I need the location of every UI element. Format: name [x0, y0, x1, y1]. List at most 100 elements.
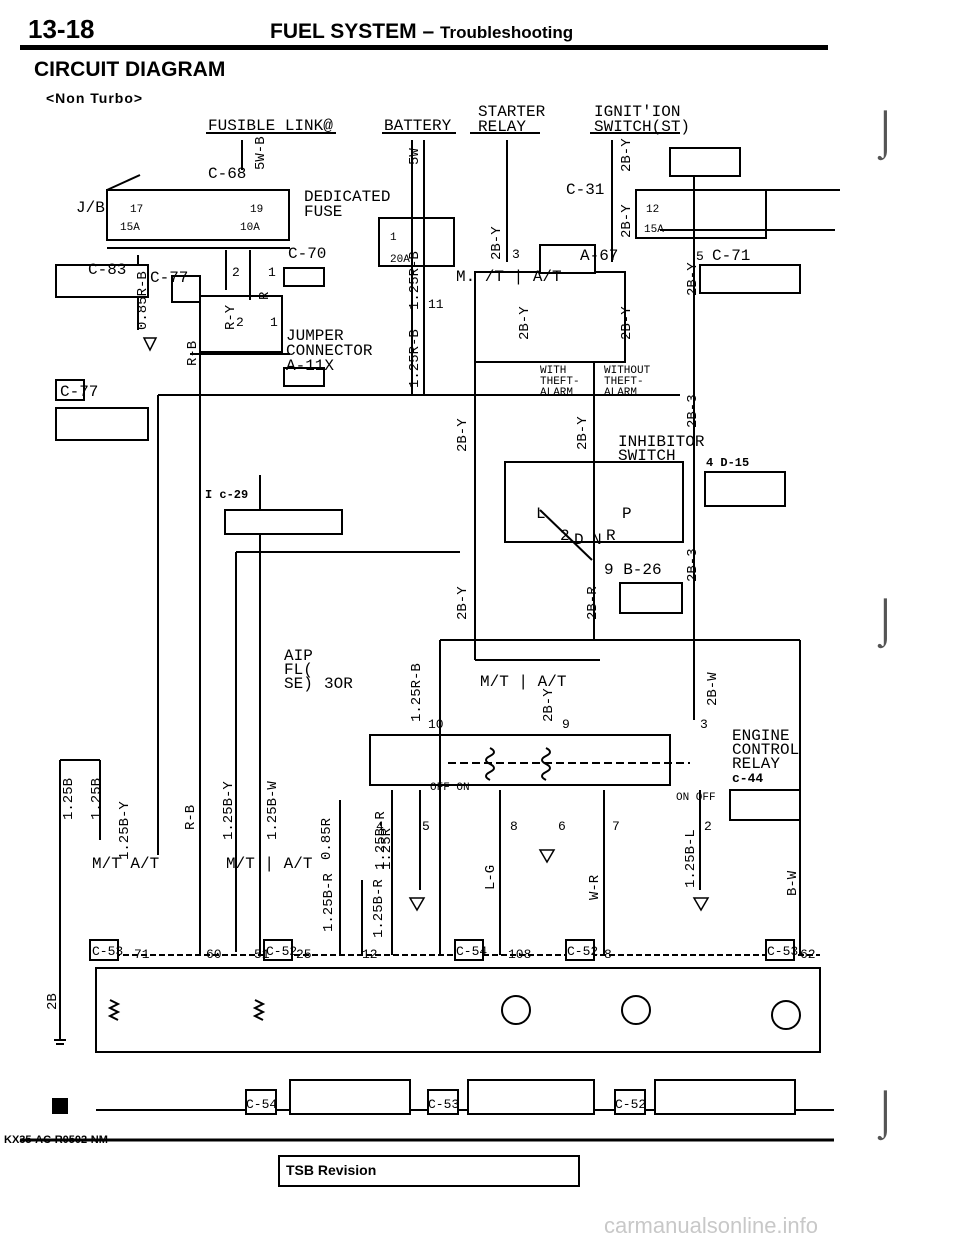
label-c31: C-31 [566, 181, 604, 199]
connector-c71-block [699, 264, 801, 294]
margin-mark-2: ⌡ [872, 596, 899, 645]
pin-7: 7 [612, 819, 620, 834]
pin-25: 25 [296, 947, 312, 962]
fuse-12: 12 [646, 204, 659, 216]
label-c77-b: C-77 [60, 383, 98, 401]
pin-60: 60 [206, 947, 222, 962]
wire-2b-y-4: 2B-Y [517, 306, 533, 340]
tsb-revision-label: TSB Revision [286, 1162, 377, 1178]
fuse-1: 1 [390, 232, 397, 244]
wire-125r-b-2: 1.25R-B [407, 329, 423, 388]
wire-2b-3-1: 2B-3 [685, 394, 701, 428]
fuse-17: 17 [130, 204, 143, 216]
label-c83: C-83 [88, 261, 126, 279]
label-l: L [536, 505, 546, 523]
wire-b-w: B-W [785, 870, 801, 896]
label-c52-b: C-52 [567, 944, 598, 959]
ref-c-triangle [538, 849, 556, 864]
wire-125b-l: 1.25B-L [683, 829, 699, 888]
label-two: 2 [560, 527, 570, 545]
wire-2b-y-7: 2B-Y [575, 416, 591, 450]
wire-2b-y-5: 2B-Y [619, 306, 635, 340]
label-c77-a: C-77 [150, 269, 188, 287]
label-without-2: THEFT- [604, 376, 644, 388]
pin-10: 10 [428, 717, 444, 732]
label-ecr-1: ENGINE [732, 727, 790, 745]
pin-3: 3 [700, 717, 708, 732]
pin-1: 1 [270, 315, 278, 330]
label-on-off: ON OFF [676, 792, 716, 804]
wire-r: R [257, 291, 273, 300]
pin-2: 2 [704, 819, 712, 834]
label-ecr-3: RELAY [732, 755, 780, 773]
ref-d-triangle [692, 897, 710, 912]
label-with-1: WITH [540, 365, 566, 377]
connector-a11x-block [283, 367, 325, 387]
pin-2b: 2 [236, 315, 244, 330]
pin-62: 62 [800, 947, 816, 962]
wire-5w-b: 5W-B [253, 136, 269, 170]
label-c53-c: C-53 [428, 1097, 459, 1112]
wire-125b-r-3: 1.25B-R [371, 879, 387, 938]
label-with-3: ALARM [540, 387, 573, 399]
label-c53-b: C-53 [767, 944, 798, 959]
label-c52-a: C-52 [266, 944, 297, 959]
wire-5w: 5W [407, 148, 423, 165]
label-without-3: ALARM [604, 387, 637, 399]
label-c68: C-68 [208, 165, 246, 183]
label-inhibitor-2: SWITCH [618, 447, 676, 465]
margin-mark-3: ⌡ [872, 1088, 899, 1137]
wire-125b-y-2: 1.25B-Y [221, 781, 237, 840]
pin-12: 12 [362, 947, 378, 962]
label-c29: I c-29 [205, 488, 248, 502]
label-b26: 9 B-26 [604, 561, 662, 579]
wire-125r: 1.25R [379, 827, 395, 870]
connector-c52-block [654, 1079, 796, 1115]
wire-2b-y-9: 2B-Y [455, 586, 471, 620]
wire-2b-3-2: 2B-3 [685, 548, 701, 582]
header-rule [20, 45, 828, 50]
wire-125b-w: 1.25B-W [265, 781, 281, 840]
variant-label: <Non Turbo> [46, 90, 144, 106]
label-mt-at-2: M/T | A/T [226, 855, 312, 873]
label-c52-c: C-52 [615, 1097, 646, 1112]
connector-c70-block [283, 267, 325, 287]
connector-b26-block [619, 582, 683, 614]
wire-2b-y-1: 2B-Y [489, 226, 505, 260]
label-c54-b: C-54 [246, 1097, 277, 1112]
pin-2c: 2 [232, 265, 240, 280]
watermark: carmanualsonline.info [604, 1213, 819, 1238]
label-starter-2: RELAY [478, 118, 526, 136]
pin-71: 71 [134, 947, 150, 962]
label-off-on: OFF ON [430, 782, 470, 794]
diagram-id: KX35-AC-R0502-NM [4, 1134, 108, 1146]
title-main: FUEL SYSTEM [270, 20, 417, 43]
label-jb: J/B [76, 199, 105, 217]
wire-125b-1: 1.25B [61, 778, 77, 820]
wire-r-b-1: R-B [185, 341, 201, 366]
section-marker-icon [52, 1098, 68, 1114]
label-ignition-2: SWITCH(ST) [594, 118, 690, 136]
wire-r-b-2: R-B [183, 805, 199, 830]
pin-4: 4 [376, 819, 384, 834]
label-jumper-3: A-11X [286, 357, 334, 375]
label-p: P [622, 505, 632, 523]
section-title: CIRCUIT DIAGRAM [34, 58, 226, 81]
pin-8b: 8 [510, 819, 518, 834]
label-afs-1: AIP [284, 647, 313, 665]
label-afs-4: 3OR [324, 675, 353, 693]
label-jumper-1: JUMPER [286, 327, 344, 345]
label-d: D [574, 531, 584, 549]
wire-2b-r: 2B-R [585, 586, 601, 620]
title-dash: – [422, 20, 435, 43]
wire-085r-b: 0.85R-B [135, 271, 151, 330]
label-afs-2: FL( [284, 661, 313, 679]
fuse-20a: 20A [390, 254, 410, 266]
connector-c44-block [729, 789, 801, 821]
label-without-1: WITHOUT [604, 365, 651, 377]
wire-l-g: L-G [483, 865, 499, 890]
label-dedicated-2: FUSE [304, 203, 342, 221]
label-fusible-link: FUSIBLE LINK@ [208, 117, 333, 135]
ref-b-triangle [408, 897, 426, 912]
label-c70: C-70 [288, 245, 326, 263]
